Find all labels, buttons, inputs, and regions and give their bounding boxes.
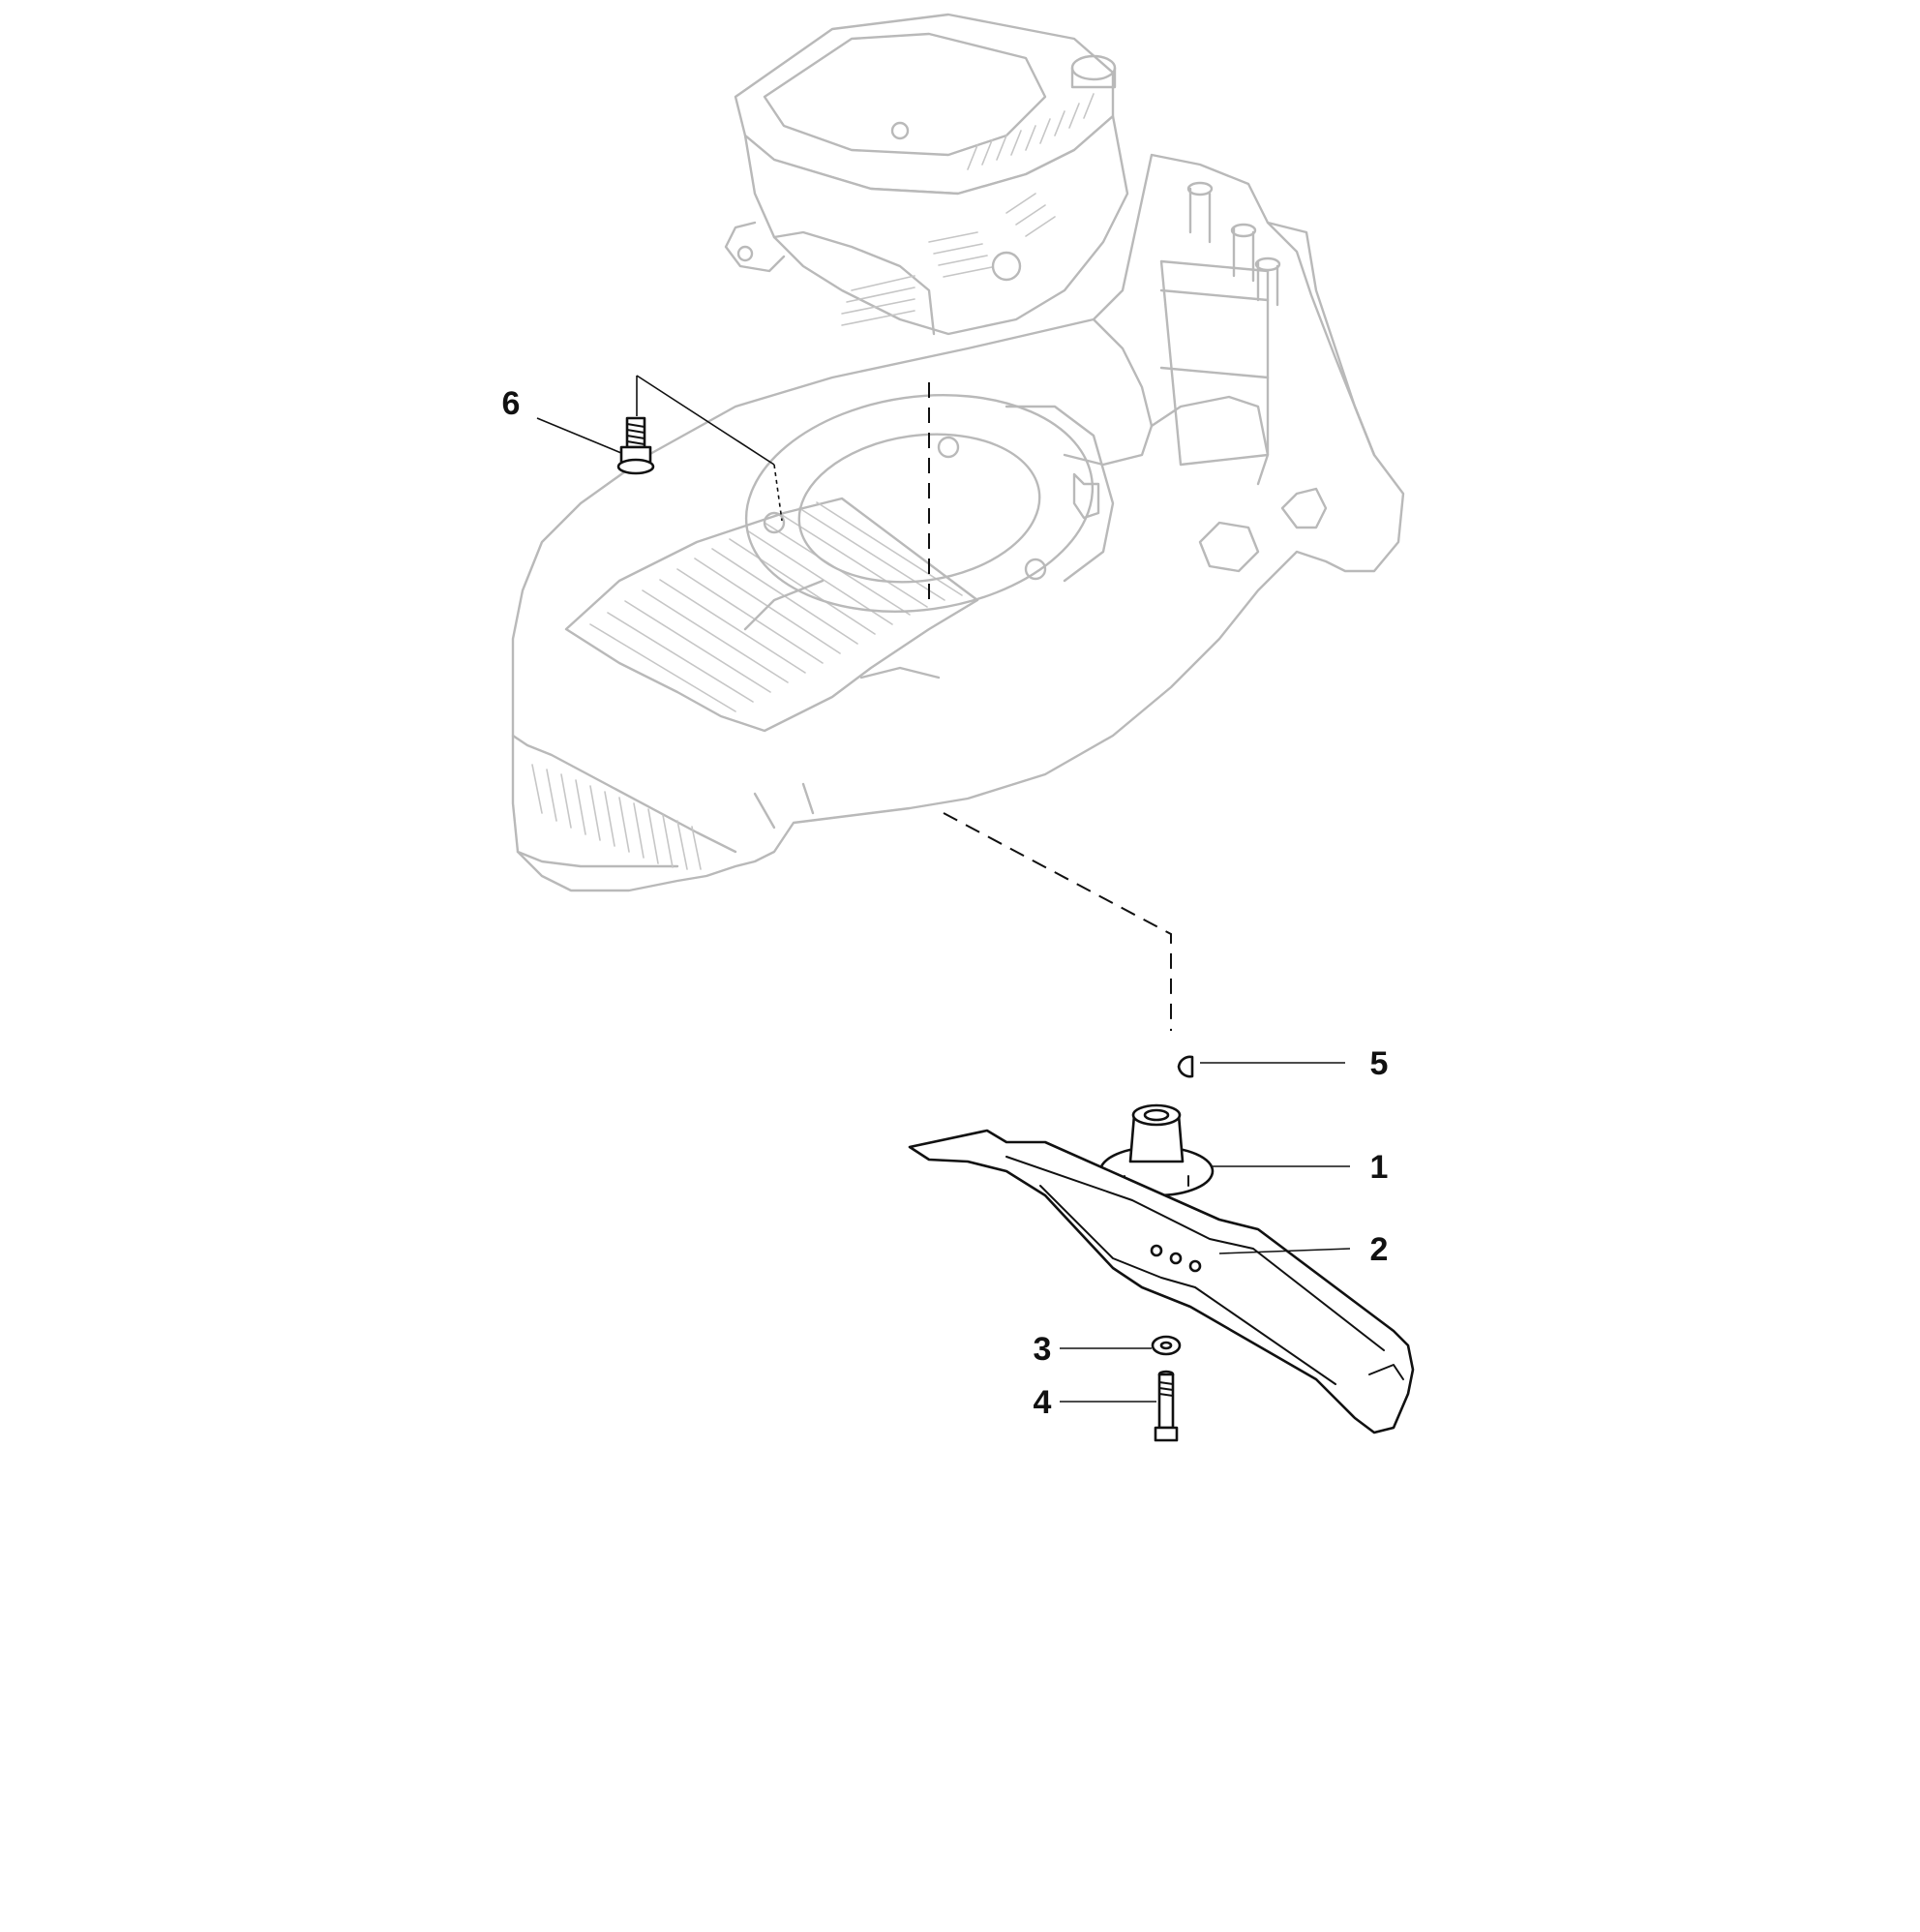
deck-to-blade-axis [943, 812, 1172, 1031]
callout-4: 4 [1034, 1384, 1052, 1421]
bolt-6-guide-diagonal [636, 375, 775, 466]
shaft-key[interactable] [1177, 1055, 1194, 1078]
mower-deck-context [511, 153, 1405, 892]
engine-mount-bolt[interactable] [616, 416, 655, 475]
callout-leaders [536, 417, 1351, 1403]
alignment-lines [636, 375, 1172, 1031]
engine-fins [841, 193, 1056, 326]
callout-labels: 6 5 1 2 3 4 [502, 385, 1389, 1421]
callout-2: 2 [1370, 1231, 1389, 1268]
callout-1: 1 [1370, 1149, 1389, 1186]
front-grille [531, 764, 702, 870]
leader-6 [536, 417, 622, 454]
washer[interactable] [1151, 1335, 1182, 1356]
engine-context [724, 13, 1281, 336]
blade[interactable] [908, 1129, 1415, 1434]
engine-cover-vents [967, 93, 1095, 170]
callout-6: 6 [502, 385, 521, 422]
callout-3: 3 [1034, 1331, 1052, 1368]
bolt-6-guide-dotted [773, 464, 783, 522]
blade-bolt[interactable] [1154, 1370, 1179, 1442]
leader-2 [1218, 1248, 1351, 1254]
callout-5: 5 [1370, 1045, 1389, 1082]
